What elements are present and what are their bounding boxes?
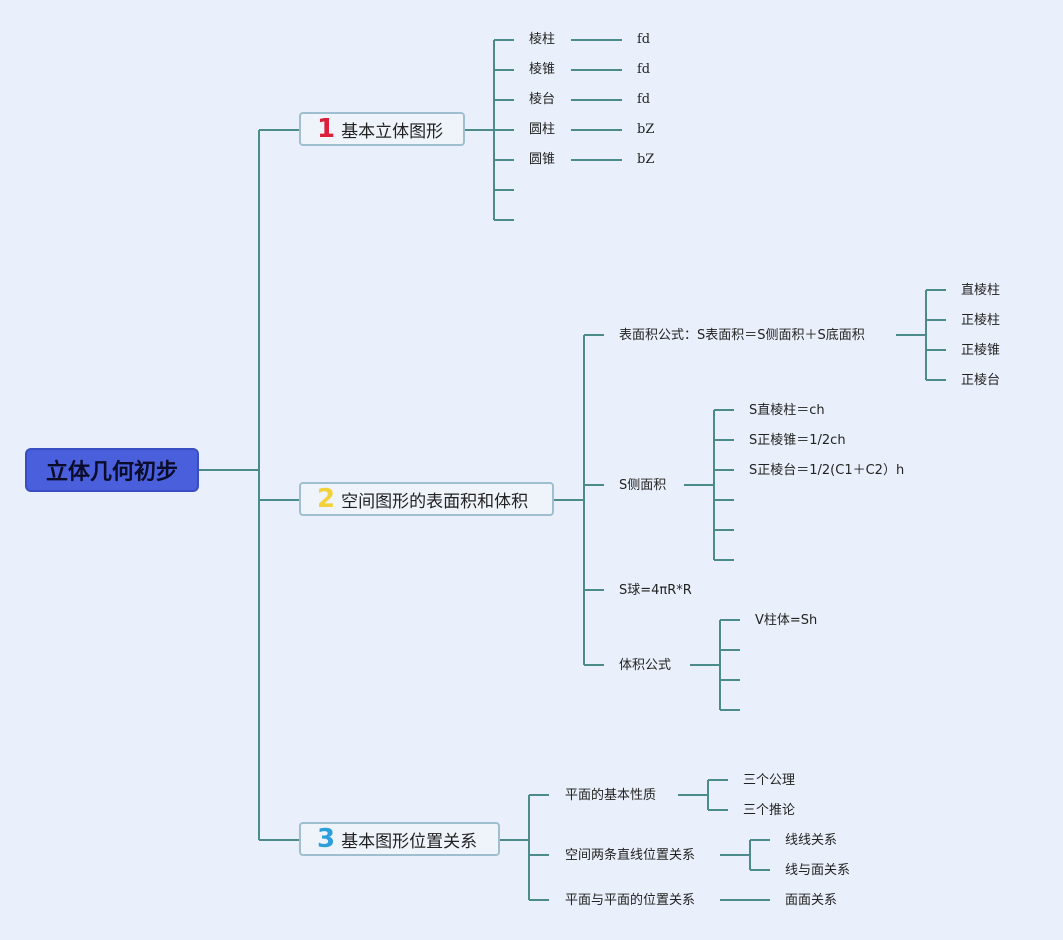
node-pyramid-value[interactable]: fd (637, 62, 651, 77)
node-pyramid[interactable]: 棱锥 (529, 62, 556, 77)
node-frustum[interactable]: 棱台 (529, 92, 556, 107)
node-plane-plane[interactable]: 面面关系 (785, 893, 838, 908)
node-plane-relations[interactable]: 平面与平面的位置关系 (565, 893, 696, 908)
node-volume-formula[interactable]: 体积公式 (619, 658, 672, 673)
node-regular-pyramid[interactable]: 正棱锥 (961, 343, 1001, 358)
node-right-prism[interactable]: 直棱柱 (961, 283, 1001, 298)
topic-surface-volume[interactable]: 2 空间图形的表面积和体积 (299, 482, 554, 516)
node-cylinder[interactable]: 圆柱 (529, 122, 556, 137)
node-prism-value[interactable]: fd (637, 32, 651, 47)
topic-label: 基本立体图形 (341, 121, 444, 142)
node-line-line[interactable]: 线线关系 (785, 833, 838, 848)
node-prism[interactable]: 棱柱 (529, 32, 556, 47)
node-line-relations[interactable]: 空间两条直线位置关系 (565, 848, 696, 863)
number-one-icon: 1 (317, 114, 336, 144)
node-lateral-area[interactable]: S侧面积 (619, 478, 667, 493)
number-two-icon: 2 (317, 484, 336, 514)
number-three-icon: 3 (317, 824, 336, 854)
node-lateral-right-prism[interactable]: S直棱柱＝ch (749, 403, 825, 418)
node-cone-value[interactable]: bZ (637, 152, 655, 167)
topic-label: 基本图形位置关系 (341, 831, 478, 852)
node-surface-formula[interactable]: 表面积公式：S表面积＝S侧面积＋S底面积 (619, 328, 865, 343)
node-sphere-area[interactable]: S球=4πR*R (619, 583, 692, 598)
node-line-plane[interactable]: 线与面关系 (785, 863, 851, 878)
topic-positional-relations[interactable]: 3 基本图形位置关系 (299, 822, 500, 856)
node-three-corollaries[interactable]: 三个推论 (743, 803, 796, 818)
node-cone[interactable]: 圆锥 (529, 152, 556, 167)
node-lateral-regular-frustum[interactable]: S正棱台＝1/2(C1＋C2）h (749, 463, 905, 478)
node-regular-frustum[interactable]: 正棱台 (961, 373, 1001, 388)
node-frustum-value[interactable]: fd (637, 92, 651, 107)
node-three-axioms[interactable]: 三个公理 (743, 773, 796, 788)
topic-label: 空间图形的表面积和体积 (341, 491, 529, 512)
node-volume-prism[interactable]: V柱体=Sh (755, 613, 818, 628)
topic-basic-solids[interactable]: 1 基本立体图形 (299, 112, 465, 146)
node-cylinder-value[interactable]: bZ (637, 122, 655, 137)
node-regular-prism[interactable]: 正棱柱 (961, 313, 1001, 328)
node-lateral-regular-pyramid[interactable]: S正棱锥＝1/2ch (749, 433, 846, 448)
root-topic[interactable]: 立体几何初步 (25, 448, 199, 492)
node-plane-properties[interactable]: 平面的基本性质 (565, 788, 657, 803)
